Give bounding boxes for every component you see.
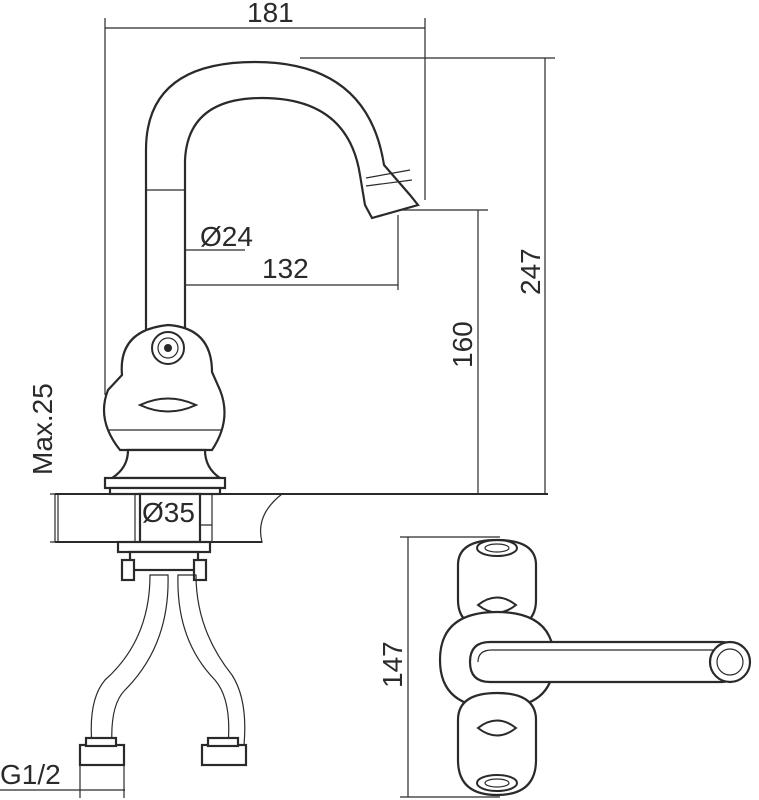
countertop-section [54, 493, 548, 543]
dim-thread: G1/2 [0, 759, 61, 790]
dim-total-height: 247 [515, 248, 546, 295]
dim-total-reach: 181 [247, 0, 294, 28]
dim-max-thickness: Max.25 [27, 383, 58, 475]
dim-spout-diameter: Ø24 [200, 221, 253, 252]
faucet-top-view [438, 538, 752, 797]
dim-mount-hole: Ø35 [142, 497, 195, 528]
dim-spout-height: 160 [447, 321, 478, 368]
faucet-side-view [102, 60, 420, 582]
flexible-hoses [78, 574, 248, 767]
dim-spout-reach: 132 [262, 253, 309, 284]
dim-base-width: 147 [377, 641, 408, 688]
